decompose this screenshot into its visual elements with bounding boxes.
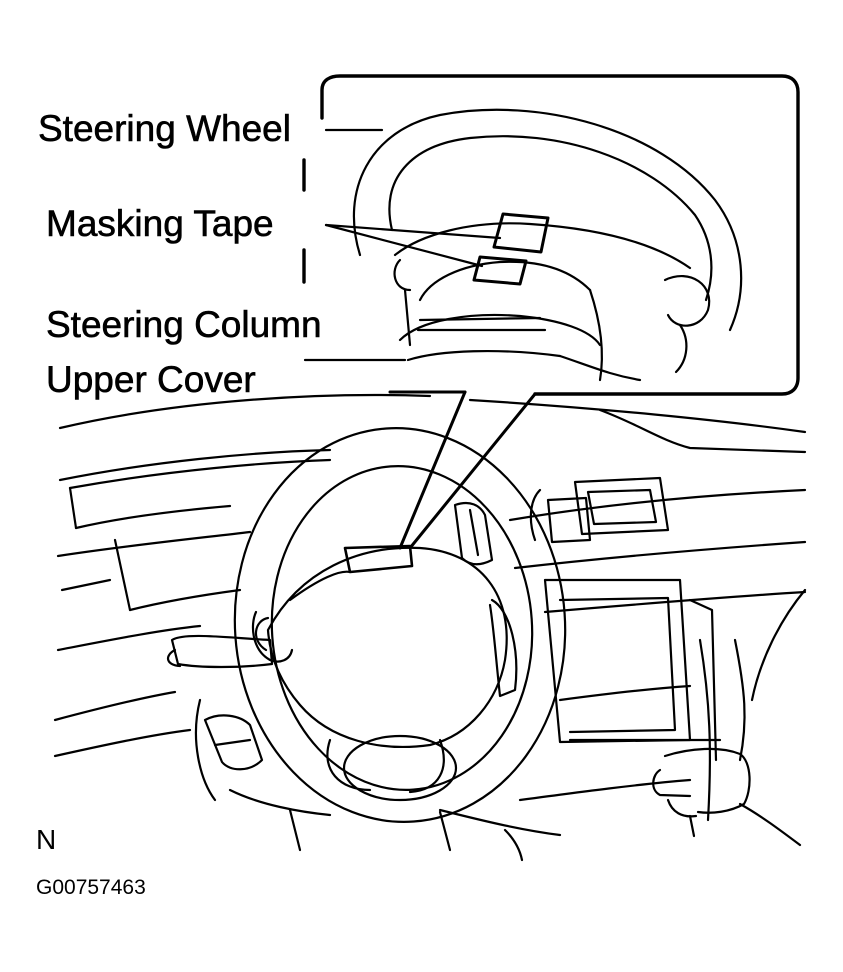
steering-column-label-line1: Steering Column	[46, 304, 322, 346]
callout-pointer	[398, 390, 537, 550]
figure-id: G00757463	[36, 876, 146, 899]
view-code: N	[36, 824, 57, 855]
masking-tape-label: Masking Tape	[46, 203, 274, 245]
leader-lines	[303, 128, 502, 362]
steering-column-label-line2: Upper Cover	[46, 359, 256, 401]
steering-wheel	[233, 427, 567, 823]
dashboard-outline	[53, 393, 807, 862]
steering-wheel-label: Steering Wheel	[38, 108, 292, 150]
detail-inset	[302, 74, 800, 396]
